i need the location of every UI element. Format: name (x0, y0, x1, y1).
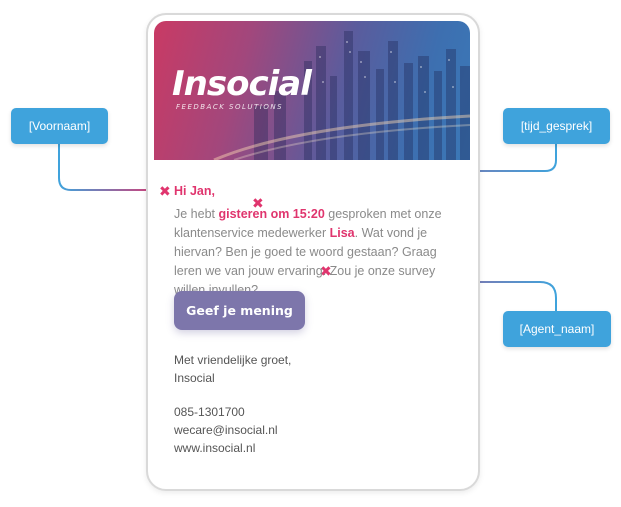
body-part2: gesproken met onze klantenservice medewe… (174, 207, 442, 240)
signoff-line1: Met vriendelijke groet, (174, 353, 292, 367)
contact-email: wecare@insocial.nl (174, 423, 278, 437)
signoff: Met vriendelijke groet, Insocial (174, 351, 291, 387)
tag-agent-naam: [Agent_naam] (503, 311, 611, 347)
feedback-button[interactable]: Geef je mening (174, 291, 305, 330)
email-header-banner: Insocial FEEDBACK SOLUTIONS (154, 21, 470, 160)
contact-phone: 085-1301700 (174, 405, 245, 419)
body-part1: Je hebt (174, 207, 219, 221)
signoff-line2: Insocial (174, 371, 215, 385)
contact-website: www.insocial.nl (174, 441, 256, 455)
close-x-icon: ✖ (159, 183, 171, 199)
insocial-logo: Insocial (172, 64, 312, 104)
email-body: Je hebt gisteren om 15:20 gesproken met … (174, 205, 464, 300)
tag-voornaam: [Voornaam] (11, 108, 108, 144)
greeting-text: Hi Jan, (174, 184, 215, 198)
logo-tagline: FEEDBACK SOLUTIONS (176, 103, 284, 111)
highlight-agent: Lisa (329, 226, 355, 240)
close-x-icon: ✖ (252, 195, 264, 211)
highlight-time: gisteren om 15:20 (218, 207, 325, 221)
close-x-icon: ✖ (320, 263, 332, 279)
city-skyline-image (213, 31, 470, 160)
contact-info: 085-1301700 wecare@insocial.nl www.insoc… (174, 403, 278, 457)
tag-tijd-gesprek: [tijd_gesprek] (503, 108, 610, 144)
